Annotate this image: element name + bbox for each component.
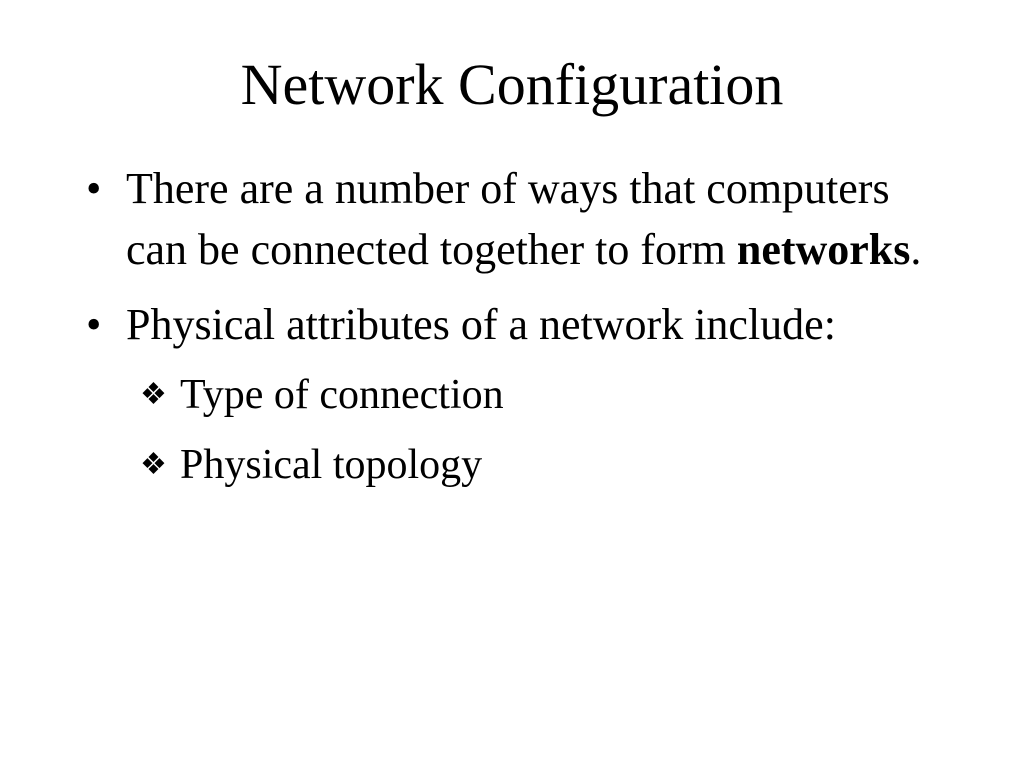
sub-bullet-item: ❖ Type of connection: [86, 369, 926, 421]
bullet-marker: •: [86, 164, 102, 213]
bullet-item: • Physical attributes of a network inclu…: [86, 294, 926, 355]
slide-content: • There are a number of ways that comput…: [86, 158, 926, 509]
bullet-text: Physical attributes of a network include…: [126, 300, 836, 349]
slide-title: Network Configuration: [240, 52, 784, 117]
bullet-text-end: .: [910, 225, 922, 274]
bullet-marker: •: [86, 300, 102, 349]
diamond-bullet-icon: ❖: [140, 448, 167, 481]
sub-bullet-text: Type of connection: [180, 372, 504, 418]
sub-bullet-text: Physical topology: [180, 442, 483, 488]
bullet-text: There are a number of ways that computer…: [126, 164, 890, 274]
bullet-item: • There are a number of ways that comput…: [86, 158, 926, 280]
diamond-bullet-icon: ❖: [140, 378, 167, 411]
bullet-bold-text: networks: [736, 225, 911, 274]
sub-bullet-item: ❖ Physical topology: [86, 439, 926, 491]
